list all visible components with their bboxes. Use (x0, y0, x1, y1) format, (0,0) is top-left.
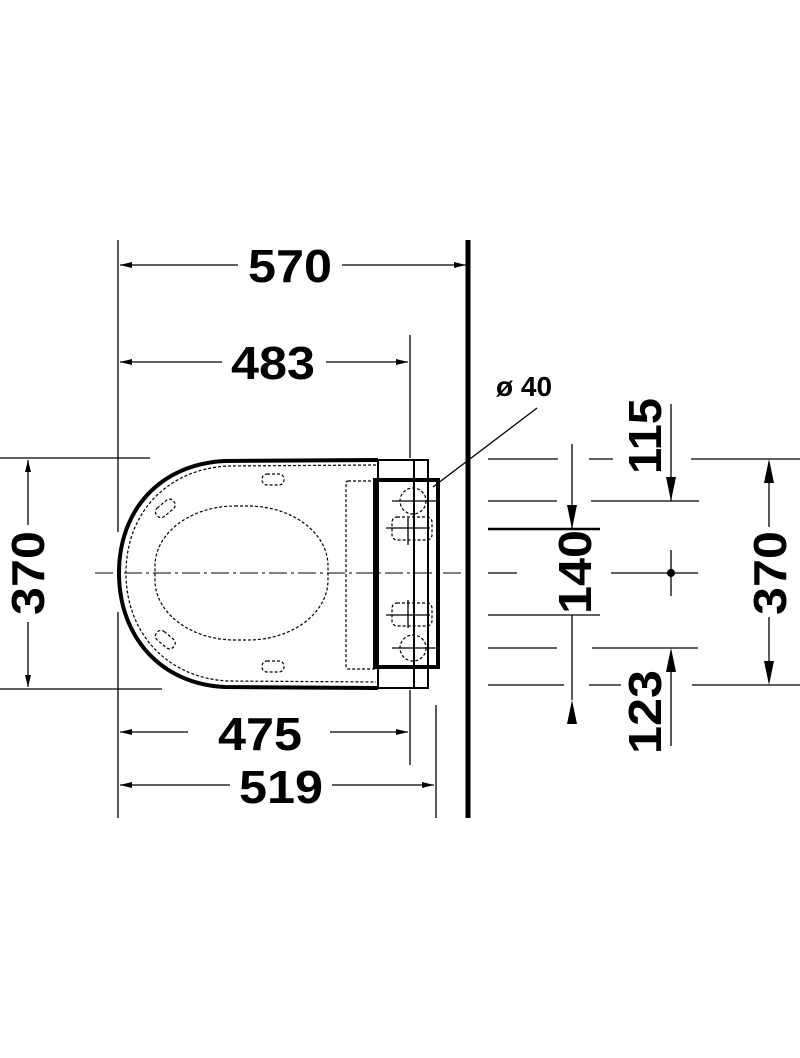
dimension-475: 475 (120, 708, 408, 760)
dimension-140-label: 140 (549, 530, 601, 614)
dimension-475-label: 475 (218, 708, 302, 760)
seat-opening (154, 505, 329, 641)
pipe-diameter-label: ø 40 (496, 371, 552, 402)
dimension-483: 483 (120, 337, 408, 389)
dimension-123: 123 (619, 648, 676, 754)
dimension-140: 140 (549, 444, 601, 724)
dimension-370-right-label: 370 (744, 531, 796, 615)
dimension-370-left: 370 (2, 460, 54, 687)
dimension-570-label: 570 (248, 240, 332, 292)
center-point (667, 569, 675, 577)
toilet-outline (116, 458, 440, 690)
dimension-570: 570 (120, 240, 466, 292)
dimension-115: 115 (619, 398, 676, 501)
dimension-370-left-label: 370 (2, 531, 54, 615)
pipe-diameter-callout: ø 40 (432, 371, 552, 488)
dimension-519-label: 519 (239, 761, 323, 813)
extension-lines (0, 240, 462, 818)
dimension-519: 519 (120, 761, 434, 813)
dimension-483-label: 483 (231, 337, 315, 389)
dimension-115-label: 115 (619, 398, 671, 474)
dimension-123-label: 123 (619, 670, 671, 754)
dimension-370-right: 370 (744, 459, 796, 685)
right-reference-lines (488, 458, 800, 686)
